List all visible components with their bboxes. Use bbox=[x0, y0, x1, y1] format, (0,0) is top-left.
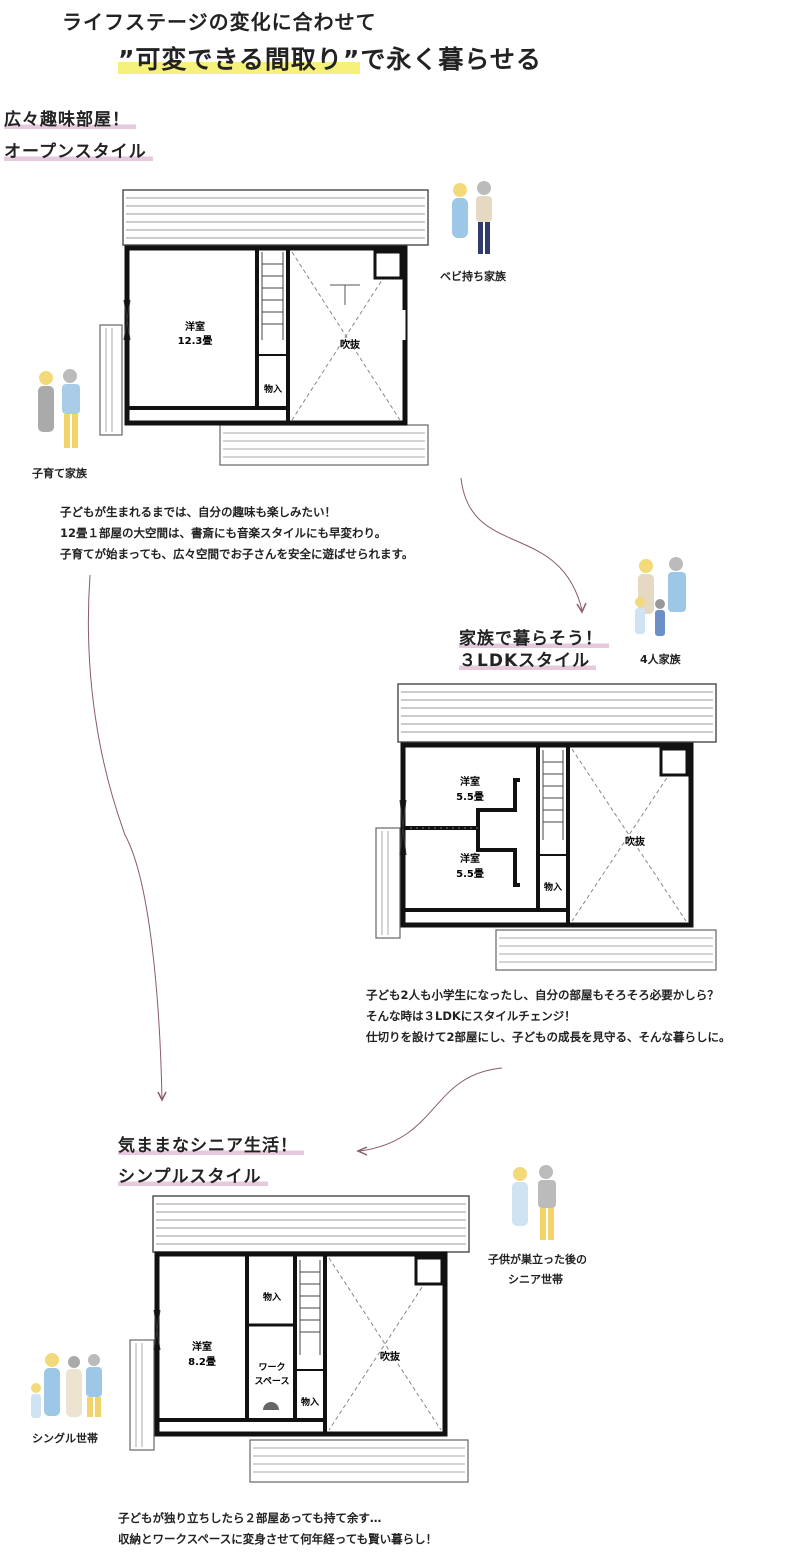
title-rest: で永く暮らせる bbox=[360, 45, 542, 74]
section1-heading2: オープンスタイル bbox=[4, 137, 153, 162]
section2-heading1: 家族で暮らそう！ bbox=[459, 624, 609, 649]
page-title-line1: ライフステージの変化に合わせて bbox=[62, 10, 377, 34]
room-western2-label: 洋室 bbox=[460, 852, 480, 865]
room-void-label: 吹抜 bbox=[625, 835, 646, 848]
section1-text: 子どもが生まれるまでは、自分の趣味も楽しみたい！ 12畳１部屋の大空間は、書斎に… bbox=[60, 502, 413, 565]
arrow-1-to-2 bbox=[460, 477, 583, 611]
section1-text-line2: 12畳１部屋の大空間は、書斎にも音楽スタイルにも早変わり。 bbox=[60, 526, 387, 540]
section3-text: 子どもが独り立ちしたら２部屋あっても持て余す… 収納とワークスペースに変身させて… bbox=[118, 1508, 437, 1550]
section2-heading2: ３LDKスタイル bbox=[459, 646, 597, 671]
title-highlight: ”可変できる間取り” bbox=[118, 45, 361, 74]
arrow-1-to-3 bbox=[87, 574, 163, 1101]
section3-text-line2: 収納とワークスペースに変身させて何年経っても賢い暮らし！ bbox=[118, 1532, 438, 1546]
senior-family-label-line1: 子供が巣立った後の bbox=[488, 1253, 587, 1266]
room-void-label: 吹抜 bbox=[380, 1350, 401, 1363]
child-family-illustration bbox=[38, 369, 80, 448]
child-family-label: 子育て家族 bbox=[32, 467, 87, 480]
room-western1-label: 洋室 bbox=[460, 775, 480, 788]
room-storage1-label: 物入 bbox=[263, 1291, 281, 1303]
page-title-line2: ”可変できる間取り”で永く暮らせる bbox=[118, 40, 542, 76]
section1-text-line3: 子育てが始まっても、広々空間でお子さんを安全に遊ばせられます。 bbox=[60, 547, 414, 561]
section1-heading1: 広々趣味部屋！ bbox=[4, 105, 136, 130]
senior-family-illustration bbox=[512, 1165, 556, 1240]
room-western1-size: 5.5畳 bbox=[456, 791, 484, 803]
section2-text-line2: そんな時は３LDKにスタイルチェンジ！ bbox=[366, 1009, 576, 1023]
section2-text-line1: 子ども2人も小学生になったし、自分の部屋もそろそろ必要かしら？ bbox=[366, 988, 719, 1002]
section3-heading1: 気ままなシニア生活！ bbox=[118, 1131, 304, 1156]
room-work-label-2: スペース bbox=[255, 1376, 290, 1387]
arrow-1-to-2-head bbox=[576, 602, 587, 614]
section1-text-line1: 子どもが生まれるまでは、自分の趣味も楽しみたい！ bbox=[60, 505, 336, 519]
room-western-size: 12.3畳 bbox=[178, 335, 213, 347]
four-family-label: 4人家族 bbox=[640, 653, 681, 666]
senior-family-label-line2: シニア世帯 bbox=[508, 1273, 563, 1286]
room-western-label: 洋室 bbox=[185, 320, 205, 333]
room-western2-size: 5.5畳 bbox=[456, 868, 484, 880]
section3-text-line1: 子どもが独り立ちしたら２部屋あっても持て余す… bbox=[118, 1511, 382, 1525]
baby-family-label: ベビ持ち家族 bbox=[440, 270, 506, 283]
room-storage2-label: 物入 bbox=[301, 1396, 319, 1408]
arrow-2-to-3 bbox=[359, 1067, 503, 1152]
baby-family-illustration bbox=[452, 181, 492, 254]
floorplan-open-style: 洋室 12.3畳 物入 吹抜 bbox=[99, 189, 429, 466]
room-void-label: 吹抜 bbox=[340, 338, 361, 351]
room-storage-label: 物入 bbox=[544, 881, 562, 893]
room-work-label-1: ワーク bbox=[258, 1362, 285, 1373]
room-storage-label: 物入 bbox=[264, 383, 282, 395]
single-household-illustration bbox=[31, 1353, 102, 1418]
section3-heading2: シンプルスタイル bbox=[118, 1162, 268, 1187]
arrow-1-to-3-head bbox=[157, 1091, 167, 1102]
room-western-label: 洋室 bbox=[192, 1340, 212, 1353]
room-western-size: 8.2畳 bbox=[188, 1356, 216, 1368]
floorplan-3ldk-style: 洋室 5.5畳 洋室 5.5畳 物入 吹抜 bbox=[375, 683, 717, 971]
single-household-label: シングル世帯 bbox=[32, 1432, 98, 1445]
section2-text: 子ども2人も小学生になったし、自分の部屋もそろそろ必要かしら？ そんな時は３LD… bbox=[366, 985, 731, 1048]
arrow-2-to-3-head bbox=[356, 1146, 368, 1156]
four-family-illustration bbox=[635, 557, 686, 636]
section2-text-line3: 仕切りを設けて2部屋にし、子どもの成長を見守る、そんな暮らしに。 bbox=[366, 1030, 731, 1044]
floorplan-simple-style: 物入 洋室 8.2畳 ワーク スペース 物入 吹抜 bbox=[129, 1195, 470, 1483]
